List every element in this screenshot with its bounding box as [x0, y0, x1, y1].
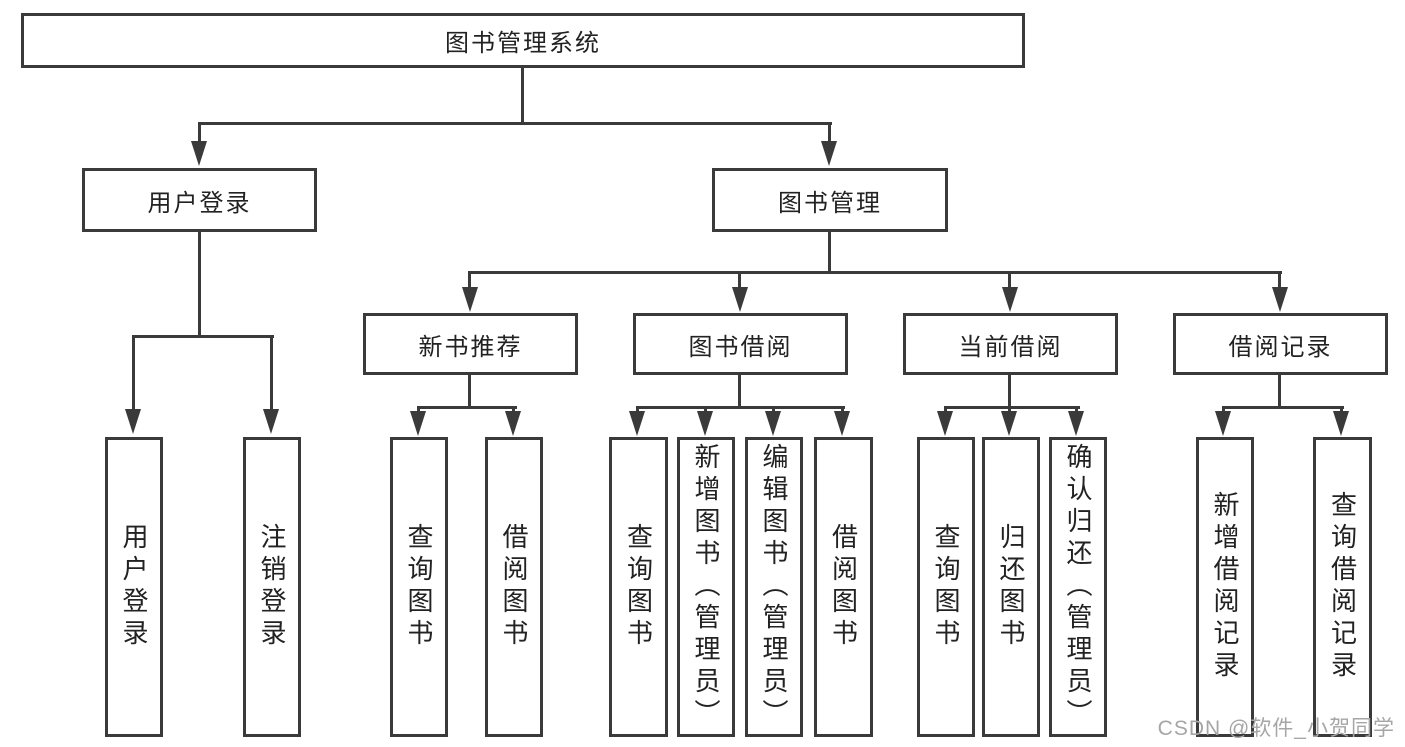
connector-mgmt-stem-2	[738, 271, 741, 289]
csdn-watermark: CSDN @软件_小贺同学	[1157, 717, 1395, 740]
arrow-borrow-leaf-1-icon	[629, 411, 645, 436]
leaf-borrow-edit: 编辑图书（管理员）	[745, 437, 803, 737]
connector-newbooks-stem-2	[512, 406, 515, 414]
connector-current-stem-3	[1075, 406, 1078, 414]
node-new-books-label: 新书推荐	[418, 333, 523, 361]
connector-login-stem-2	[270, 335, 273, 411]
arrow-into-login-leaf-1-icon	[125, 409, 141, 434]
leaf-user-login: 用户登录	[105, 437, 163, 737]
leaf-borrow-edit-label: 编辑图书（管理员）	[759, 443, 789, 731]
leaf-borrow-query-label: 查询图书	[623, 523, 654, 651]
connector-login-hline	[132, 335, 274, 338]
leaf-newbooks-query: 查询图书	[390, 437, 448, 737]
leaf-borrow-borrow-label: 借阅图书	[828, 523, 859, 651]
leaf-current-return: 归还图书	[982, 437, 1040, 737]
arrow-borrow-leaf-2-icon	[697, 411, 713, 436]
leaf-logout: 注销登录	[243, 437, 301, 737]
connector-borrow-stem-2	[704, 406, 707, 414]
arrow-into-user-login-icon	[191, 141, 207, 166]
connector-mgmt-stem-4	[1278, 271, 1281, 289]
connector-borrow-stem-1	[636, 406, 639, 414]
leaf-borrow-add: 新增图书（管理员）	[677, 437, 735, 737]
node-root-label: 图书管理系统	[445, 30, 601, 57]
leaf-newbooks-borrow: 借阅图书	[485, 437, 543, 737]
node-current-borrow: 当前借阅	[903, 313, 1118, 375]
connector-records-hline	[1222, 406, 1344, 409]
leaf-current-confirm-label: 确认归还（管理员）	[1063, 443, 1093, 731]
arrow-into-current-borrow-icon	[1002, 287, 1018, 312]
connector-current-stem-1	[944, 406, 947, 414]
leaf-records-query: 查询借阅记录	[1313, 437, 1372, 737]
leaf-current-return-label: 归还图书	[996, 523, 1026, 651]
connector-newbooks-vline	[468, 375, 471, 406]
connector-borrow-vline	[738, 375, 741, 406]
connector-newbooks-hline	[417, 406, 517, 409]
arrow-newbooks-leaf-2-icon	[505, 411, 521, 436]
connector-records-vline	[1278, 375, 1281, 406]
connector-login-stem-1	[132, 335, 135, 411]
node-book-management-label: 图书管理	[778, 189, 882, 217]
connector-root-vline	[521, 68, 524, 122]
node-user-login-label: 用户登录	[147, 189, 252, 217]
connector-root-stem-left	[198, 122, 201, 143]
connector-borrow-stem-3	[772, 406, 775, 414]
node-book-borrow: 图书借阅	[633, 313, 848, 375]
connector-login-vline	[198, 232, 201, 335]
node-book-borrow-label: 图书借阅	[688, 333, 793, 361]
arrow-into-borrow-records-icon	[1272, 287, 1288, 312]
leaf-records-query-label: 查询借阅记录	[1327, 491, 1358, 683]
connector-borrow-hline	[636, 406, 845, 409]
leaf-current-query-label: 查询图书	[931, 523, 961, 651]
leaf-records-add-label: 新增借阅记录	[1210, 491, 1240, 683]
connector-root-stem-right	[828, 122, 831, 143]
leaf-borrow-query: 查询图书	[609, 437, 668, 737]
arrow-records-leaf-1-icon	[1215, 411, 1231, 436]
connector-records-stem-1	[1222, 406, 1225, 414]
node-new-books: 新书推荐	[363, 313, 578, 375]
arrow-borrow-leaf-4-icon	[834, 411, 850, 436]
connector-root-hline	[198, 122, 832, 125]
leaf-logout-label: 注销登录	[257, 523, 287, 651]
node-current-borrow-label: 当前借阅	[958, 333, 1063, 361]
connector-current-vline	[1008, 375, 1011, 406]
connector-current-stem-2	[1008, 406, 1011, 414]
connector-records-stem-2	[1340, 406, 1343, 414]
connector-current-hline	[944, 406, 1080, 409]
arrow-current-leaf-2-icon	[1001, 411, 1017, 436]
arrow-into-book-borrow-icon	[732, 287, 748, 312]
arrow-into-book-management-icon	[821, 141, 837, 166]
connector-newbooks-stem-1	[417, 406, 420, 414]
connector-mgmt-hline	[468, 271, 1282, 274]
node-user-login: 用户登录	[82, 168, 317, 232]
leaf-current-query: 查询图书	[917, 437, 975, 737]
leaf-borrow-borrow: 借阅图书	[814, 437, 873, 737]
leaf-current-confirm: 确认归还（管理员）	[1049, 437, 1107, 737]
arrow-records-leaf-2-icon	[1333, 411, 1349, 436]
arrow-newbooks-leaf-1-icon	[410, 411, 426, 436]
arrow-borrow-leaf-3-icon	[765, 411, 781, 436]
node-borrow-records: 借阅记录	[1173, 313, 1388, 375]
arrow-current-leaf-3-icon	[1068, 411, 1084, 436]
leaf-user-login-label: 用户登录	[119, 523, 149, 651]
connector-borrow-stem-4	[841, 406, 844, 414]
node-book-management: 图书管理	[712, 168, 948, 232]
connector-mgmt-stem-3	[1008, 271, 1011, 289]
node-borrow-records-label: 借阅记录	[1228, 333, 1333, 361]
arrow-into-login-leaf-2-icon	[263, 409, 279, 434]
arrow-into-new-books-icon	[462, 287, 478, 312]
leaf-records-add: 新增借阅记录	[1196, 437, 1254, 737]
leaf-borrow-add-label: 新增图书（管理员）	[691, 443, 721, 731]
node-root: 图书管理系统	[21, 13, 1025, 68]
leaf-newbooks-query-label: 查询图书	[404, 523, 434, 651]
connector-mgmt-stem-1	[468, 271, 471, 289]
leaf-newbooks-borrow-label: 借阅图书	[499, 523, 529, 651]
connector-mgmt-vline	[828, 232, 831, 271]
arrow-current-leaf-1-icon	[937, 411, 953, 436]
